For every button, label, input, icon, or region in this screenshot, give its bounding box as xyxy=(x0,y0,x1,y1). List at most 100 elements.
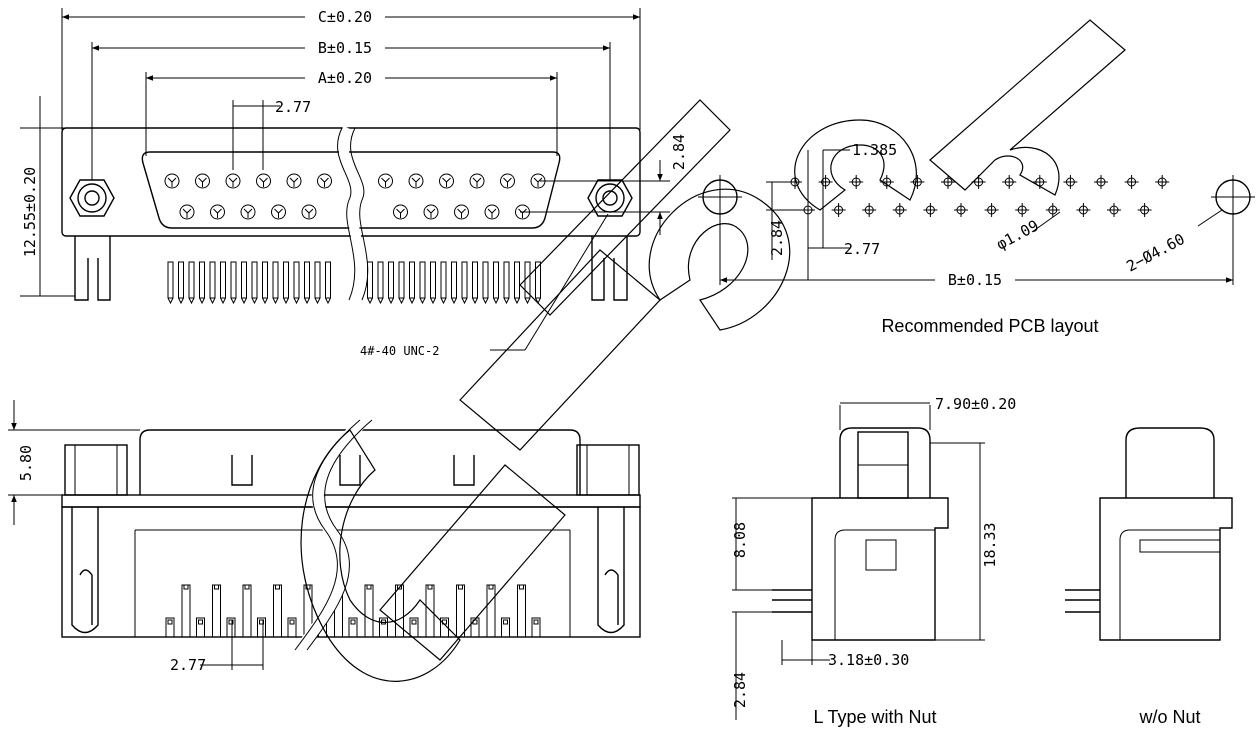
pcb-hole-bottom xyxy=(1137,203,1152,217)
pin-top xyxy=(286,173,302,189)
solder-tails xyxy=(167,261,541,305)
dim-row-label: 2.84 xyxy=(670,134,688,170)
pcb-dim-b: B±0.15 xyxy=(948,271,1002,289)
dim-c-label: C±0.20 xyxy=(318,8,372,26)
solder-tail xyxy=(440,261,447,299)
left-jackscrew xyxy=(69,179,115,217)
solder-tail xyxy=(188,261,195,299)
solder-tail xyxy=(199,261,205,299)
pin-bottom xyxy=(484,204,500,220)
dim-b-label: B±0.15 xyxy=(318,39,372,57)
pcb-hole-top xyxy=(941,175,955,189)
side-shell xyxy=(839,427,931,498)
pin-bottom xyxy=(210,204,225,220)
solder-tail xyxy=(472,261,478,299)
hex-nut-right xyxy=(576,444,640,496)
dim-bottom-pitch: 2.77 xyxy=(170,656,206,674)
pin-long xyxy=(425,584,435,638)
pcb-hole-top xyxy=(1124,175,1139,189)
pin-top xyxy=(195,173,210,189)
solder-tail xyxy=(314,261,321,299)
pin-long xyxy=(486,584,496,638)
pin-short xyxy=(531,617,541,638)
dim-pitch-label: 2.77 xyxy=(275,98,311,116)
solder-tail xyxy=(535,261,541,299)
caption-with-nut: L Type with Nut xyxy=(813,707,936,727)
solder-tail xyxy=(388,261,394,299)
solder-tail xyxy=(377,261,384,299)
solder-tail xyxy=(514,261,520,299)
latch-3 xyxy=(453,455,475,486)
pin-bottom xyxy=(271,204,286,220)
right-jackscrew xyxy=(587,179,633,217)
side-body xyxy=(811,497,949,641)
pcb-dim-row: 2.84 xyxy=(768,220,786,256)
solder-tail xyxy=(461,261,468,299)
pin-short xyxy=(470,617,480,638)
solder-tail xyxy=(493,261,499,299)
pcb-hole-bottom xyxy=(923,203,938,217)
dim-a-label: A±0.20 xyxy=(318,69,372,87)
boardlock-left-side xyxy=(71,507,99,634)
pin-top xyxy=(164,173,180,189)
pin-row-top xyxy=(164,173,546,189)
watermark-logo xyxy=(300,19,1126,682)
solder-tail xyxy=(293,261,300,299)
pcb-hole-bottom xyxy=(831,203,846,217)
pin-top xyxy=(500,173,515,189)
side-view-with-nut: 7.90±0.20 18.33 8.08 2.84 3.18±0.30 L Ty… xyxy=(731,395,1016,727)
pcb-hole-bottom xyxy=(1076,203,1091,217)
pcb-hole-bottom xyxy=(954,203,968,217)
solder-tail xyxy=(503,261,510,299)
pin-bottom xyxy=(454,204,469,220)
break-line xyxy=(337,127,356,301)
side-body-2 xyxy=(1099,497,1233,641)
solder-tail xyxy=(430,261,436,299)
solder-tail xyxy=(167,261,174,299)
pin-long xyxy=(212,584,221,638)
pin-top xyxy=(439,173,454,189)
pin-long xyxy=(364,584,374,638)
pcb-hole-top xyxy=(849,175,864,189)
dim-side-depth: 7.90±0.20 xyxy=(935,395,1016,413)
side-screw xyxy=(865,539,897,571)
pin-short xyxy=(257,617,266,638)
pin-short xyxy=(287,617,297,638)
solder-tail xyxy=(482,261,489,299)
pcb-dim-pitch: 2.77 xyxy=(844,240,880,258)
pin-short xyxy=(226,617,236,638)
pin-bottom xyxy=(393,204,408,220)
solder-tail xyxy=(398,261,405,299)
pcb-hole-bottom xyxy=(892,203,907,217)
side-shell-2 xyxy=(1125,427,1215,498)
pin-top xyxy=(317,173,332,189)
side-view-without-nut: w/o Nut xyxy=(1065,427,1233,727)
solder-tail xyxy=(209,261,216,299)
pcb-hole-top xyxy=(1155,175,1170,189)
solder-tail xyxy=(325,261,331,299)
pcb-hole-bottom xyxy=(862,203,877,217)
pcb-hole-row-bottom xyxy=(801,203,1152,217)
pin-short xyxy=(409,617,419,638)
pin-short xyxy=(165,617,175,638)
pin-top xyxy=(256,173,271,189)
boardlock-right-side xyxy=(597,507,625,634)
pcb-dim-mount: 2−Ø4.60 xyxy=(1123,230,1187,276)
pin-bottom xyxy=(240,204,256,220)
pin-long xyxy=(456,584,465,638)
pin-short xyxy=(379,617,388,638)
dim-bottom-height: 5.80 xyxy=(17,445,35,481)
solder-tail xyxy=(251,261,258,299)
pcb-dim-hole: φ1.09 xyxy=(993,216,1041,253)
pcb-caption: Recommended PCB layout xyxy=(881,316,1098,336)
solder-tail xyxy=(178,261,184,299)
pin-row-bottom xyxy=(179,204,530,220)
pcb-hole-top xyxy=(910,175,925,189)
pcb-hole-top xyxy=(1002,175,1017,189)
pcb-hole-top xyxy=(1063,175,1078,189)
latch-1 xyxy=(231,455,253,486)
pcb-hole-bottom xyxy=(984,203,999,217)
pcb-hole-bottom xyxy=(1045,203,1060,217)
pcb-hole-top xyxy=(818,175,833,189)
